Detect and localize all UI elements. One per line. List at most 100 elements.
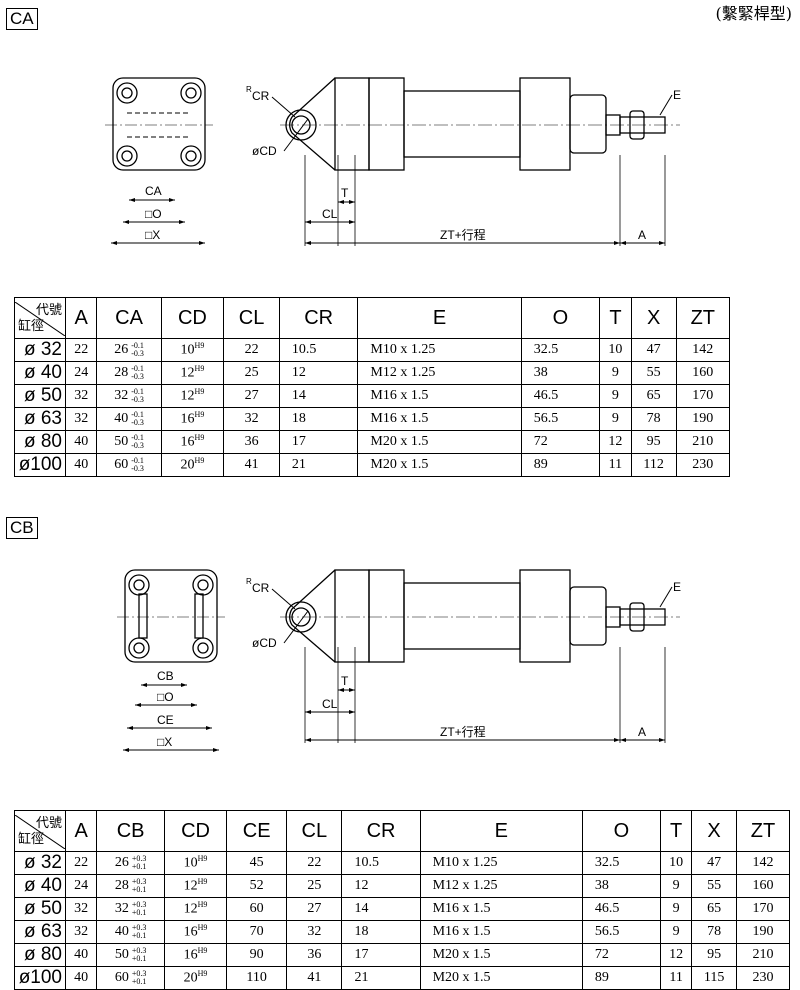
o-cell: 32.5 — [581, 851, 662, 875]
cr-cell: 10.5 — [341, 851, 421, 875]
tol-upper: +0.3 — [131, 968, 147, 978]
rod-bushing — [569, 586, 607, 646]
tol-lower: -0.3 — [131, 348, 144, 358]
c-cell: 26+0.3+0.1 — [96, 851, 165, 875]
bore-cell: ø 80 — [14, 943, 66, 967]
cell-value: 50 — [114, 434, 129, 450]
o-cell: 38 — [520, 361, 601, 385]
tolerance: -0.1-0.3 — [131, 410, 144, 427]
fit-grade: H9 — [197, 854, 208, 864]
a-label: A — [638, 228, 646, 242]
tolerance: -0.1-0.3 — [131, 455, 144, 473]
tie-rod-nut — [180, 145, 202, 167]
fit-grade: H9 — [197, 969, 208, 979]
t-label: T — [341, 674, 349, 688]
a-cell: 22 — [64, 851, 98, 875]
tol-lower: -0.3 — [131, 440, 144, 450]
tol-upper: -0.1 — [131, 363, 144, 373]
o-cell: 72 — [581, 943, 662, 967]
fit-grade: H9 — [194, 410, 205, 420]
cell-value: 40 — [114, 924, 129, 940]
tol-upper: +0.3 — [131, 876, 147, 886]
e-cell: M10 x 1.25 — [357, 338, 522, 362]
x-cell: 55 — [630, 361, 677, 385]
cd-cell: 16H9 — [163, 920, 228, 944]
cl-cell: 36 — [223, 430, 280, 454]
t-cell: 9 — [599, 361, 632, 385]
o-cell: 46.5 — [581, 897, 662, 921]
cl-cell: 32 — [286, 920, 343, 944]
tol-lower: +0.1 — [131, 976, 147, 986]
column-header: CD — [163, 810, 228, 852]
cr-cell: 14 — [278, 384, 359, 408]
t-cell: 9 — [659, 897, 693, 921]
x-cell: 55 — [691, 874, 737, 898]
dimension-label: CE — [157, 713, 174, 727]
code-label: 代號 — [35, 302, 62, 317]
o-cell: 56.5 — [581, 920, 662, 944]
tie-rod-nut — [192, 574, 214, 596]
cl-label: CL — [322, 207, 338, 221]
a-cell: 32 — [64, 920, 98, 944]
a-cell: 40 — [64, 966, 98, 990]
cell-value: 10 — [180, 342, 195, 358]
fit-grade: H9 — [194, 341, 205, 351]
bore-cell: ø 40 — [14, 361, 66, 385]
dimension-arrow — [338, 200, 355, 204]
tolerance: -0.1-0.3 — [131, 340, 144, 358]
tol-upper: +0.3 — [131, 899, 147, 909]
ce-cell: 70 — [226, 920, 288, 944]
e-cell: M16 x 1.5 — [357, 407, 522, 431]
cd-cell: 16H9 — [163, 943, 228, 967]
e-cell: M20 x 1.5 — [419, 943, 583, 967]
cylinder-tube — [403, 582, 521, 650]
tie-rod-nut — [116, 145, 138, 167]
bore-cell: ø100 — [14, 453, 66, 477]
e-label: E — [673, 580, 681, 594]
c-cell: 50+0.3+0.1 — [96, 943, 165, 967]
cl-cell: 36 — [286, 943, 343, 967]
fit-grade: H9 — [197, 946, 208, 956]
x-cell: 112 — [630, 453, 677, 477]
cell-value: 28 — [114, 878, 129, 894]
a-cell: 32 — [64, 384, 98, 408]
cd-cell: 16H9 — [160, 430, 225, 454]
tol-upper: -0.1 — [131, 455, 144, 465]
tol-lower: -0.3 — [131, 371, 144, 381]
head-cover — [368, 77, 405, 171]
cr-cell: 18 — [278, 407, 359, 431]
bore-cell: ø 80 — [14, 430, 66, 454]
dimension-arrow — [305, 710, 355, 714]
o-cell: 89 — [520, 453, 601, 477]
cd-cell: 12H9 — [163, 874, 228, 898]
c-cell: 50-0.1-0.3 — [96, 430, 162, 454]
o-cell: 56.5 — [520, 407, 601, 431]
dimension-label: □O — [145, 207, 162, 221]
cr-label: CR — [252, 89, 270, 103]
column-header: X — [691, 810, 737, 852]
bore-cell: ø 40 — [14, 874, 66, 898]
zt-label: ZT+行程 — [440, 227, 486, 242]
cr-cell: 17 — [341, 943, 421, 967]
end-view-plate — [112, 77, 206, 171]
a-cell: 32 — [64, 897, 98, 921]
t-cell: 9 — [599, 384, 632, 408]
cl-cell: 32 — [223, 407, 280, 431]
head-cover — [334, 77, 370, 171]
x-cell: 78 — [630, 407, 677, 431]
dimension-arrow — [338, 688, 355, 692]
tolerance: +0.3+0.1 — [132, 946, 147, 963]
fit-grade: H9 — [197, 900, 208, 910]
tol-upper: -0.1 — [131, 432, 144, 442]
x-cell: 78 — [691, 920, 737, 944]
e-cell: M10 x 1.25 — [419, 851, 583, 875]
zt-cell: 230 — [735, 966, 791, 990]
tol-upper: -0.1 — [131, 340, 144, 350]
